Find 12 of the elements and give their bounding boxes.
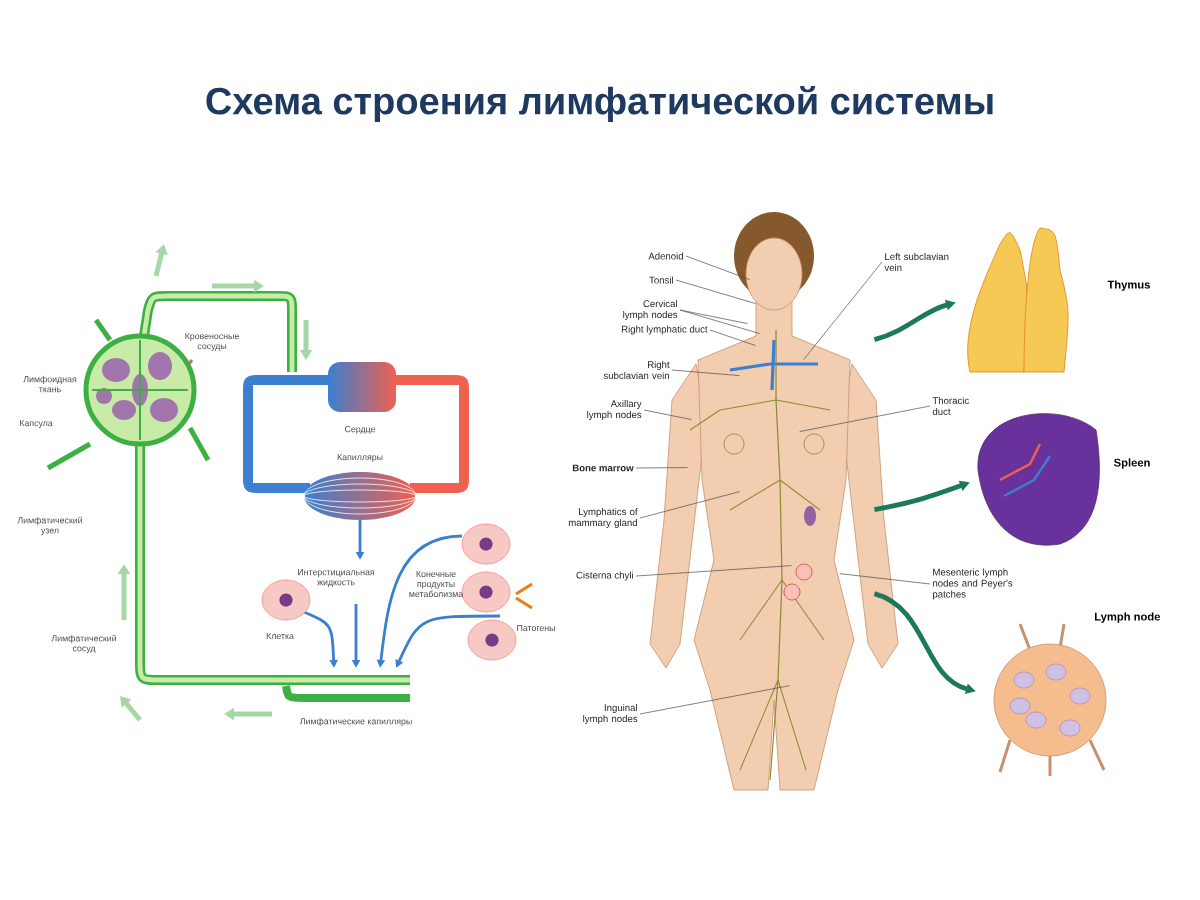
leader-line: [639, 685, 790, 715]
leader-line: [643, 409, 692, 420]
leader-line: [709, 329, 756, 346]
title: Схема строения лимфатической системы: [206, 85, 993, 123]
leader-line: [803, 261, 883, 360]
leader-line: [679, 309, 748, 324]
leader-line: [675, 279, 756, 304]
leader-line: [799, 405, 931, 432]
leader-line: [679, 309, 760, 334]
leader-line: [685, 255, 750, 280]
leader-line: [635, 467, 688, 469]
leader-line: [839, 573, 931, 585]
